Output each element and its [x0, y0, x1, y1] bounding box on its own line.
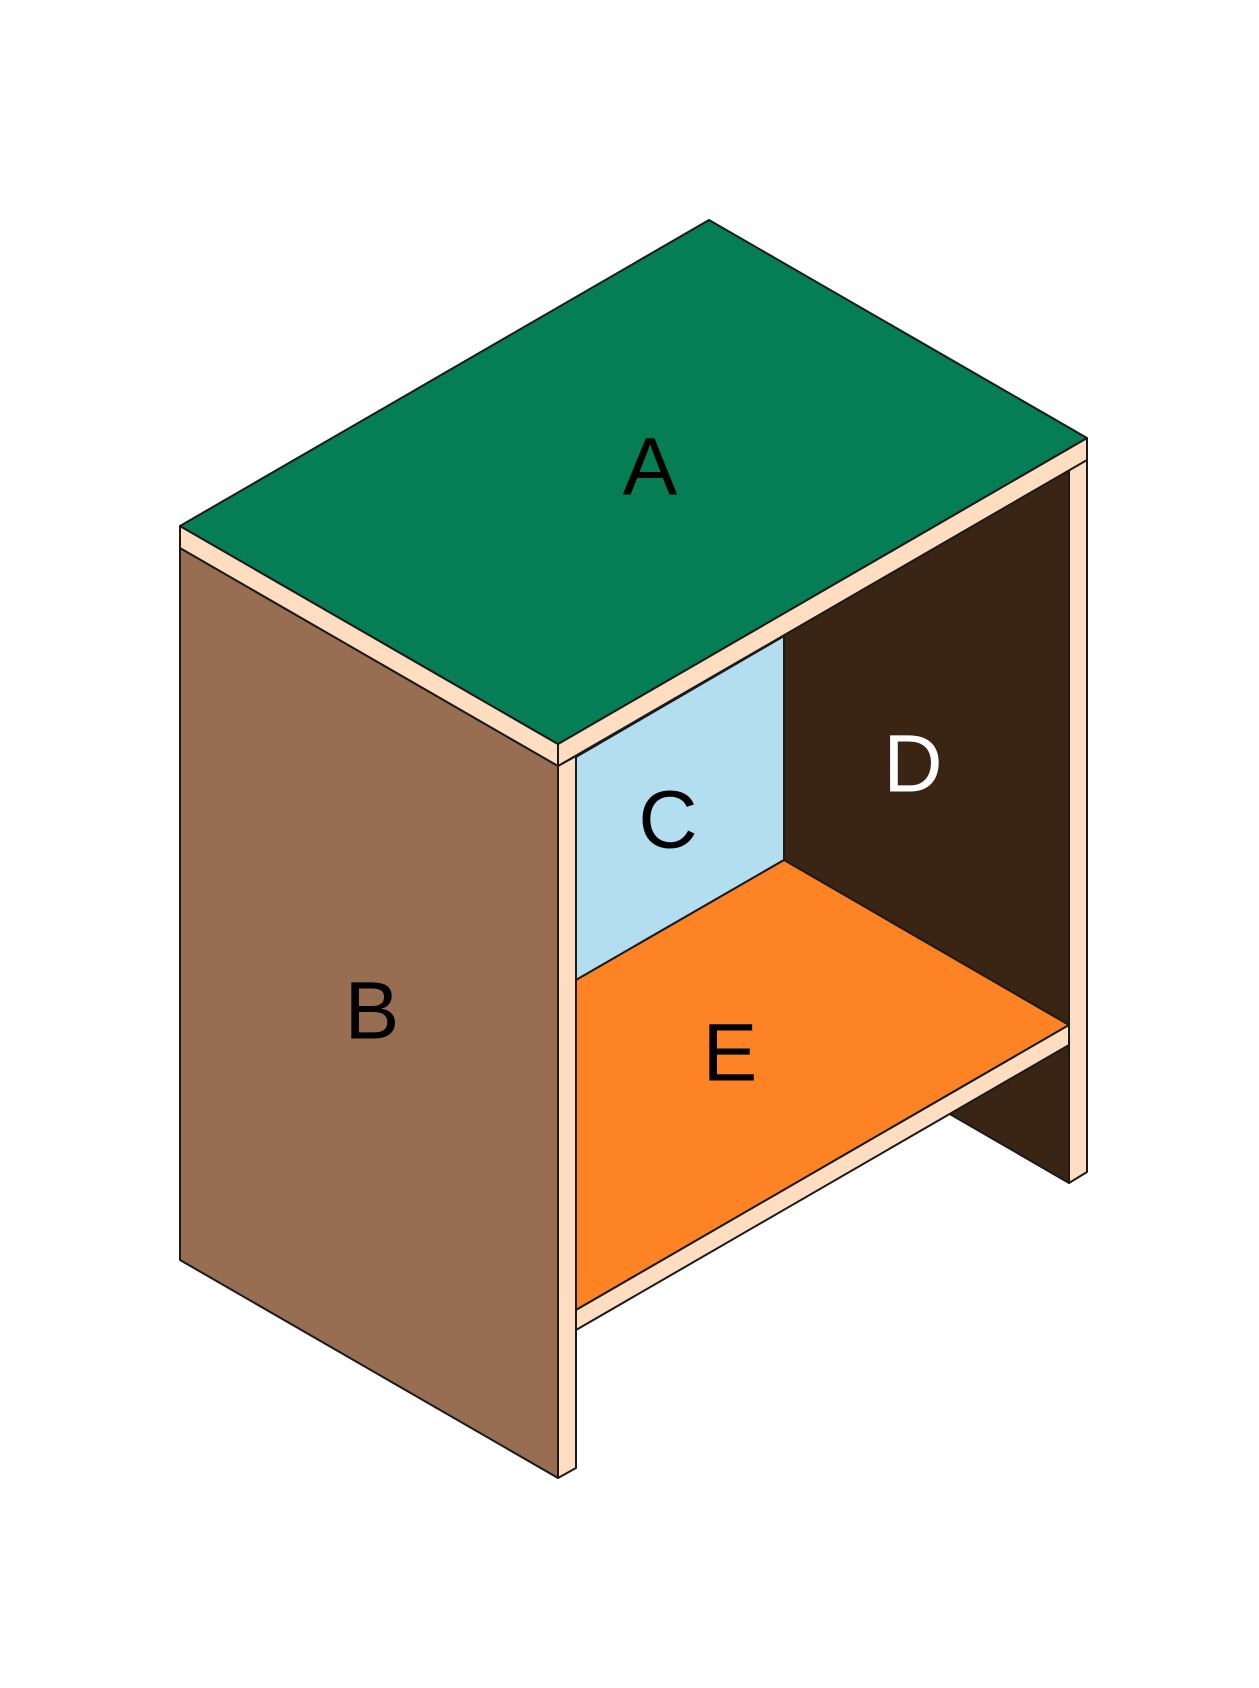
- panel-a: [179, 219, 1088, 745]
- label-d: D: [883, 719, 942, 810]
- label-e: E: [703, 1008, 758, 1099]
- label-b: B: [345, 966, 400, 1057]
- label-a: A: [623, 422, 678, 513]
- right-side-front-edge: [1068, 449, 1088, 1184]
- label-c: C: [638, 775, 697, 866]
- left-side-front-edge: [557, 755, 577, 1479]
